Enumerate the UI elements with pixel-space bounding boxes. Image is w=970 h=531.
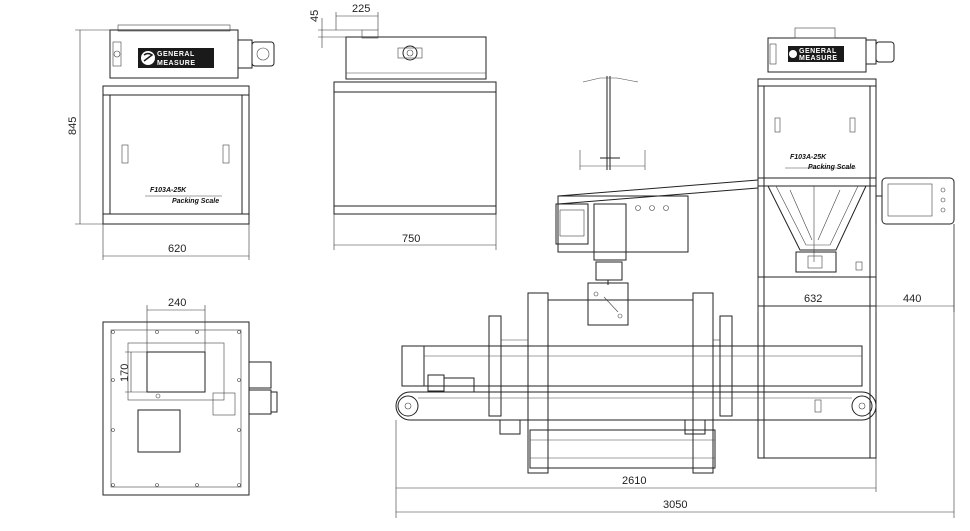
control-panel	[876, 177, 955, 225]
dim-top-inlet: 225	[352, 3, 370, 15]
dim-top-offset: 45	[309, 10, 321, 22]
assembly-brand-logo: GENERAL MEASURE	[788, 46, 844, 62]
assembly-brand-line1: GENERAL	[799, 48, 837, 55]
dim-side-width: 750	[402, 233, 420, 245]
dim-front-height: 845	[67, 117, 79, 135]
dim-plan-opening-width: 240	[168, 297, 186, 309]
dim-front-width: 620	[168, 243, 186, 255]
dim-plan-opening-height: 170	[119, 364, 131, 382]
main-assembly: GENERAL MEASURE F103A-25K Packing Scale	[395, 27, 955, 518]
dim-overall-length: 3050	[663, 499, 687, 511]
front-model-code: F103A-25K	[150, 187, 187, 194]
plan-view: 240 170	[102, 297, 278, 496]
dim-conveyor-length: 2610	[622, 475, 646, 487]
assembly-model-code: F103A-25K	[790, 154, 827, 161]
assembly-brand-line2: MEASURE	[799, 55, 838, 62]
side-view: 45 225 750	[309, 3, 497, 250]
brand-logo: GENERAL MEASURE	[138, 48, 214, 68]
brand-line2: MEASURE	[157, 60, 196, 67]
dim-panel-offset: 440	[903, 293, 921, 305]
front-model-name: Packing Scale	[172, 198, 219, 205]
brand-line1: GENERAL	[157, 51, 195, 58]
assembly-model-name: Packing Scale	[808, 164, 855, 171]
front-view: GENERAL MEASURE F103A-25K Packing Scale …	[67, 24, 275, 260]
dim-frame-width: 632	[804, 293, 822, 305]
